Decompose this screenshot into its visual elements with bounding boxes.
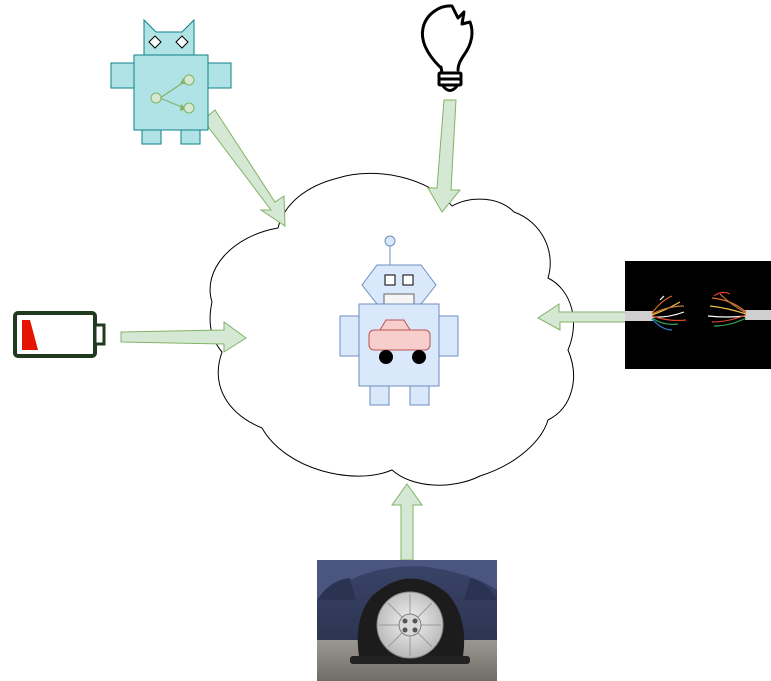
broken-wires-icon <box>625 261 771 369</box>
car-icon <box>368 319 431 364</box>
low-battery-icon <box>13 311 106 358</box>
battery-level <box>22 320 38 350</box>
branch-graph-icon <box>150 74 195 114</box>
arrows-group <box>120 99 627 561</box>
flat-tire-icon <box>317 560 497 681</box>
car-robot-icon <box>339 235 459 406</box>
planner-robot-icon <box>110 18 232 145</box>
arrow-from-broken-bulb <box>427 99 462 213</box>
arrow-from-planner-robot <box>202 109 286 227</box>
broken-lightbulb-icon <box>420 4 474 92</box>
arrow-from-low-battery <box>120 321 247 353</box>
arrow-from-broken-wires <box>537 303 627 331</box>
arrow-from-flat-tire <box>391 483 423 561</box>
